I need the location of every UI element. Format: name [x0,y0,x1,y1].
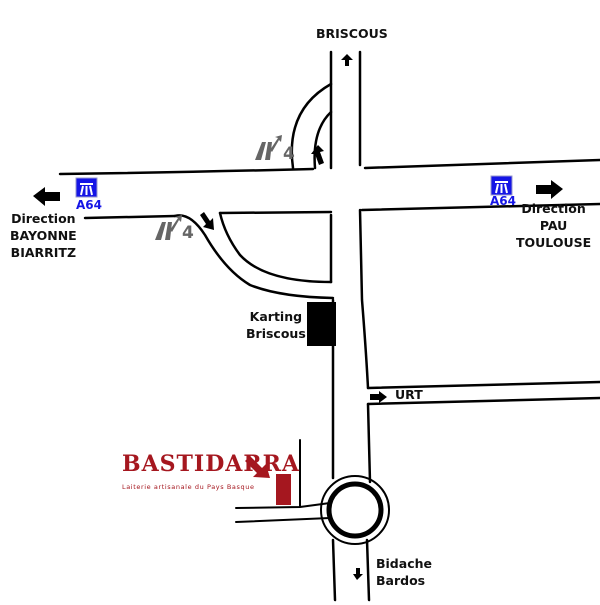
arrow-ramp-north-icon [311,145,324,165]
bastidarra-tagline: Laiterie artisanale du Pays Basque [122,483,255,491]
arrow-east-icon [536,180,563,199]
south-ramp-outer [173,214,335,300]
label-bardos: Bardos [376,573,426,588]
arrow-ramp-south-icon [200,212,214,230]
bastidarra-logo: BASTIDARRA [122,451,300,477]
arrow-west-icon [33,187,60,206]
a64-label-east: A64 [490,194,516,208]
exit-number-north: 4 [283,144,295,164]
label-south-destination: Bidache Bardos [376,555,432,589]
label-biarritz: BIARRITZ [10,245,77,260]
label-toulouse: TOULOUSE [516,235,592,250]
highway-bottom-edge [83,202,600,220]
arrow-north-icon [341,54,353,66]
urt-road [366,380,600,406]
a64-label-west: A64 [76,198,102,212]
local-road [235,439,331,509]
bastidarra-arrow-icon [245,456,270,478]
label-west-destination: Direction BAYONNE BIARRITZ [10,210,77,261]
main-road-left-edge [329,50,335,480]
label-karting-line1: Karting [249,309,303,324]
label-urt: URT [395,387,423,402]
south-road [331,538,371,602]
bastidarra-marker [276,474,291,505]
main-road-right-edge [358,50,372,484]
arrow-south-icon [353,568,363,580]
arrow-urt-icon [370,391,387,403]
label-karting: Karting Briscous [246,308,306,342]
label-briscous: BRISCOUS [316,26,388,41]
label-bayonne: BAYONNE [10,228,77,243]
label-direction: Direction [11,211,76,226]
roundabout [326,481,384,539]
exit-number-south: 4 [182,223,194,243]
north-ramp-inner [313,110,333,170]
label-bidache: Bidache [376,556,432,571]
label-east-destination: Direction PAU TOULOUSE [516,200,591,251]
label-karting-line2: Briscous [246,326,306,341]
label-direction: Direction [521,201,586,216]
exit-icon [155,135,282,240]
motorway-sign-icon [75,175,513,198]
south-ramp-inner [218,211,333,284]
highway-top-edge [58,158,600,176]
karting-marker [307,302,336,346]
north-ramp-outer [290,82,333,170]
label-pau: PAU [539,218,568,233]
